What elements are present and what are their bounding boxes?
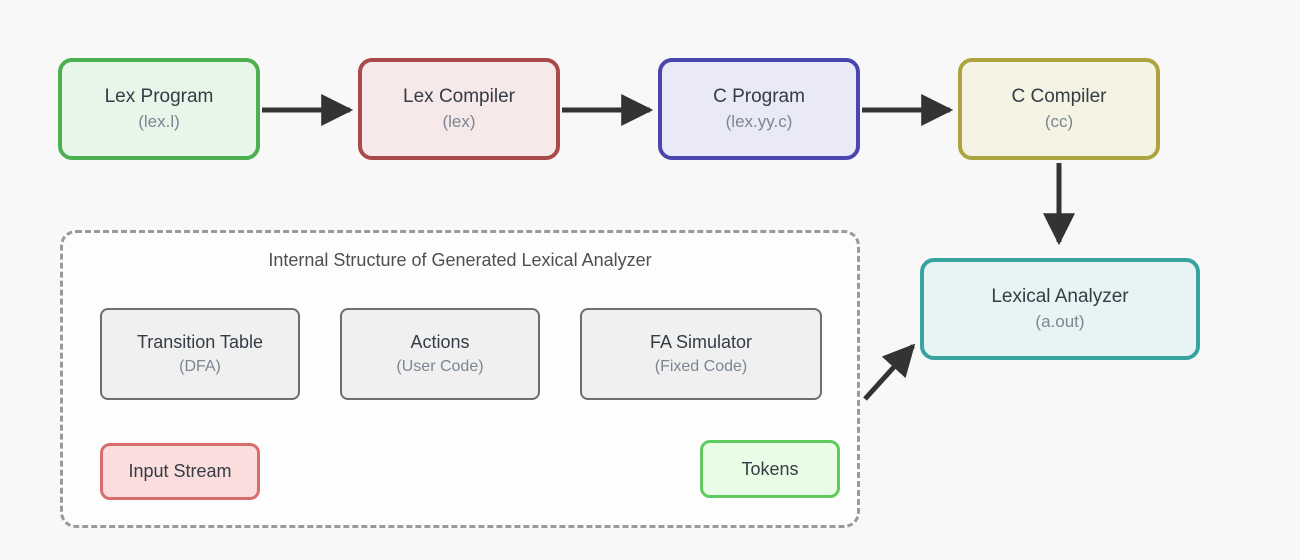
node-actions-subtitle: (User Code) [396, 358, 484, 376]
node-fa-simulator: FA Simulator (Fixed Code) [580, 308, 822, 400]
node-c-program-subtitle: (lex.yy.c) [725, 112, 793, 132]
node-tokens-title: Tokens [741, 458, 799, 479]
node-lexical-analyzer: Lexical Analyzer (a.out) [920, 258, 1200, 360]
node-transition-table: Transition Table (DFA) [100, 308, 300, 400]
node-transition-table-title: Transition Table [136, 332, 264, 353]
node-actions: Actions (User Code) [340, 308, 540, 400]
node-fa-simulator-subtitle: (Fixed Code) [654, 358, 748, 376]
node-input-stream-title: Input Stream [128, 461, 232, 482]
arrow-internal-to-lexical-analyzer [863, 343, 916, 401]
node-tokens: Tokens [700, 440, 840, 498]
node-fa-simulator-title: FA Simulator [649, 332, 753, 353]
node-lex-program-subtitle: (lex.l) [138, 112, 180, 132]
node-input-stream: Input Stream [100, 443, 260, 500]
node-c-compiler-title: C Compiler [1011, 86, 1107, 108]
node-lexical-analyzer-subtitle: (a.out) [1035, 312, 1085, 332]
node-c-compiler: C Compiler (cc) [958, 58, 1160, 160]
node-lexical-analyzer-title: Lexical Analyzer [991, 286, 1129, 308]
node-lex-program-title: Lex Program [104, 86, 214, 108]
node-lex-compiler-subtitle: (lex) [442, 112, 476, 132]
node-transition-table-subtitle: (DFA) [179, 358, 221, 376]
node-lex-program: Lex Program (lex.l) [58, 58, 260, 160]
node-c-program: C Program (lex.yy.c) [658, 58, 860, 160]
node-actions-title: Actions [410, 332, 470, 353]
node-lex-compiler-title: Lex Compiler [403, 86, 515, 108]
internal-structure-title: Internal Structure of Generated Lexical … [268, 250, 652, 270]
node-c-compiler-subtitle: (cc) [1044, 112, 1074, 132]
node-lex-compiler: Lex Compiler (lex) [358, 58, 560, 160]
node-c-program-title: C Program [713, 86, 805, 108]
